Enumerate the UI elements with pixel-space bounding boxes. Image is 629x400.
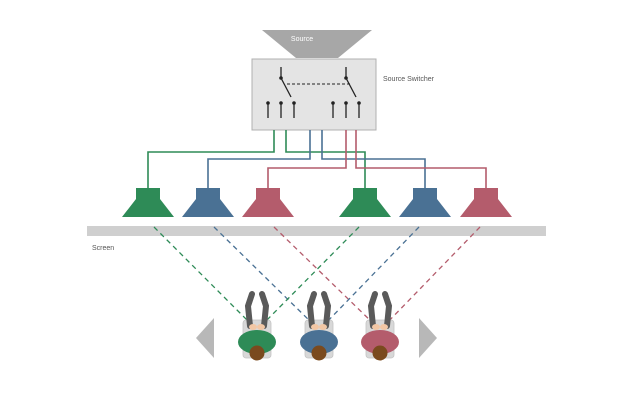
viewer-red xyxy=(361,291,399,361)
source-label: Source xyxy=(291,36,313,43)
left-terminal-dot-3 xyxy=(292,101,296,105)
speaker-left-red-cone xyxy=(242,199,294,217)
beam-blue-2 xyxy=(213,226,316,327)
viewer-blue-hand-left xyxy=(311,324,319,330)
viewer-green-leg-left xyxy=(244,291,255,329)
viewer-green-head xyxy=(249,345,265,361)
viewer-green-leg-right xyxy=(259,291,270,329)
viewer-blue-leg-right xyxy=(321,291,332,329)
beam-green-1 xyxy=(153,226,254,327)
wire-red-6 xyxy=(355,130,487,188)
beam-blue-5 xyxy=(322,226,420,327)
viewer-green-hand-left xyxy=(249,324,257,330)
viewer-blue-leg-left xyxy=(306,291,317,329)
speaker-right-red-magnet xyxy=(474,188,498,199)
beam-red-3 xyxy=(273,226,377,327)
wires xyxy=(147,130,487,188)
viewer-red-hand-right xyxy=(380,324,388,330)
right-lever xyxy=(345,77,357,98)
viewer-green-shirt xyxy=(238,330,276,354)
left-terminal-dot-2 xyxy=(279,101,283,105)
speaker-right-red-cone xyxy=(460,199,512,217)
screen-bar xyxy=(87,226,546,236)
screen-label: Screen xyxy=(92,245,114,252)
speaker-left-green-cone xyxy=(122,199,174,217)
wire-green-1 xyxy=(147,130,275,188)
viewer-red-shirt xyxy=(361,330,399,354)
viewers xyxy=(238,291,399,361)
speaker-left-green xyxy=(122,188,174,217)
viewer-red-head xyxy=(372,345,388,361)
right-arrow-icon xyxy=(419,318,437,358)
speaker-left-blue-cone xyxy=(182,199,234,217)
beam-red-6 xyxy=(383,226,481,327)
right-terminal-dot-1 xyxy=(331,101,335,105)
speakers xyxy=(122,188,512,217)
viewer-green xyxy=(238,291,276,361)
switch-internals xyxy=(266,67,361,118)
source-funnel xyxy=(262,30,372,58)
speaker-left-red-magnet xyxy=(256,188,280,199)
speaker-right-green xyxy=(339,188,391,217)
viewer-green-hand-right xyxy=(257,324,265,330)
wire-green-2 xyxy=(285,130,366,188)
viewer-blue xyxy=(300,291,338,361)
right-terminal-dot-2 xyxy=(344,101,348,105)
speaker-left-green-magnet xyxy=(136,188,160,199)
speaker-right-green-cone xyxy=(339,199,391,217)
speaker-right-blue xyxy=(399,188,451,217)
left-terminal-dot-1 xyxy=(266,101,270,105)
viewer-red-hand-left xyxy=(372,324,380,330)
speaker-left-blue xyxy=(182,188,234,217)
viewer-red-leg-right xyxy=(382,291,393,329)
right-terminal-dot-3 xyxy=(357,101,361,105)
viewer-blue-head xyxy=(311,345,327,361)
speaker-right-blue-magnet xyxy=(413,188,437,199)
wire-blue-3 xyxy=(207,130,311,188)
left-arrow-icon xyxy=(196,318,214,358)
speaker-right-red xyxy=(460,188,512,217)
speaker-left-red xyxy=(242,188,294,217)
wire-red-5 xyxy=(267,130,347,188)
left-lever xyxy=(280,77,292,98)
wire-blue-4 xyxy=(321,130,426,188)
speaker-right-blue-cone xyxy=(399,199,451,217)
viewer-red-leg-left xyxy=(367,291,378,329)
speaker-left-blue-magnet xyxy=(196,188,220,199)
viewer-blue-hand-right xyxy=(319,324,327,330)
source-switcher-box xyxy=(251,58,377,131)
viewer-blue-shirt xyxy=(300,330,338,354)
speaker-right-green-magnet xyxy=(353,188,377,199)
source-switcher-label: Source Switcher xyxy=(383,76,435,83)
sound-beams xyxy=(153,226,481,327)
